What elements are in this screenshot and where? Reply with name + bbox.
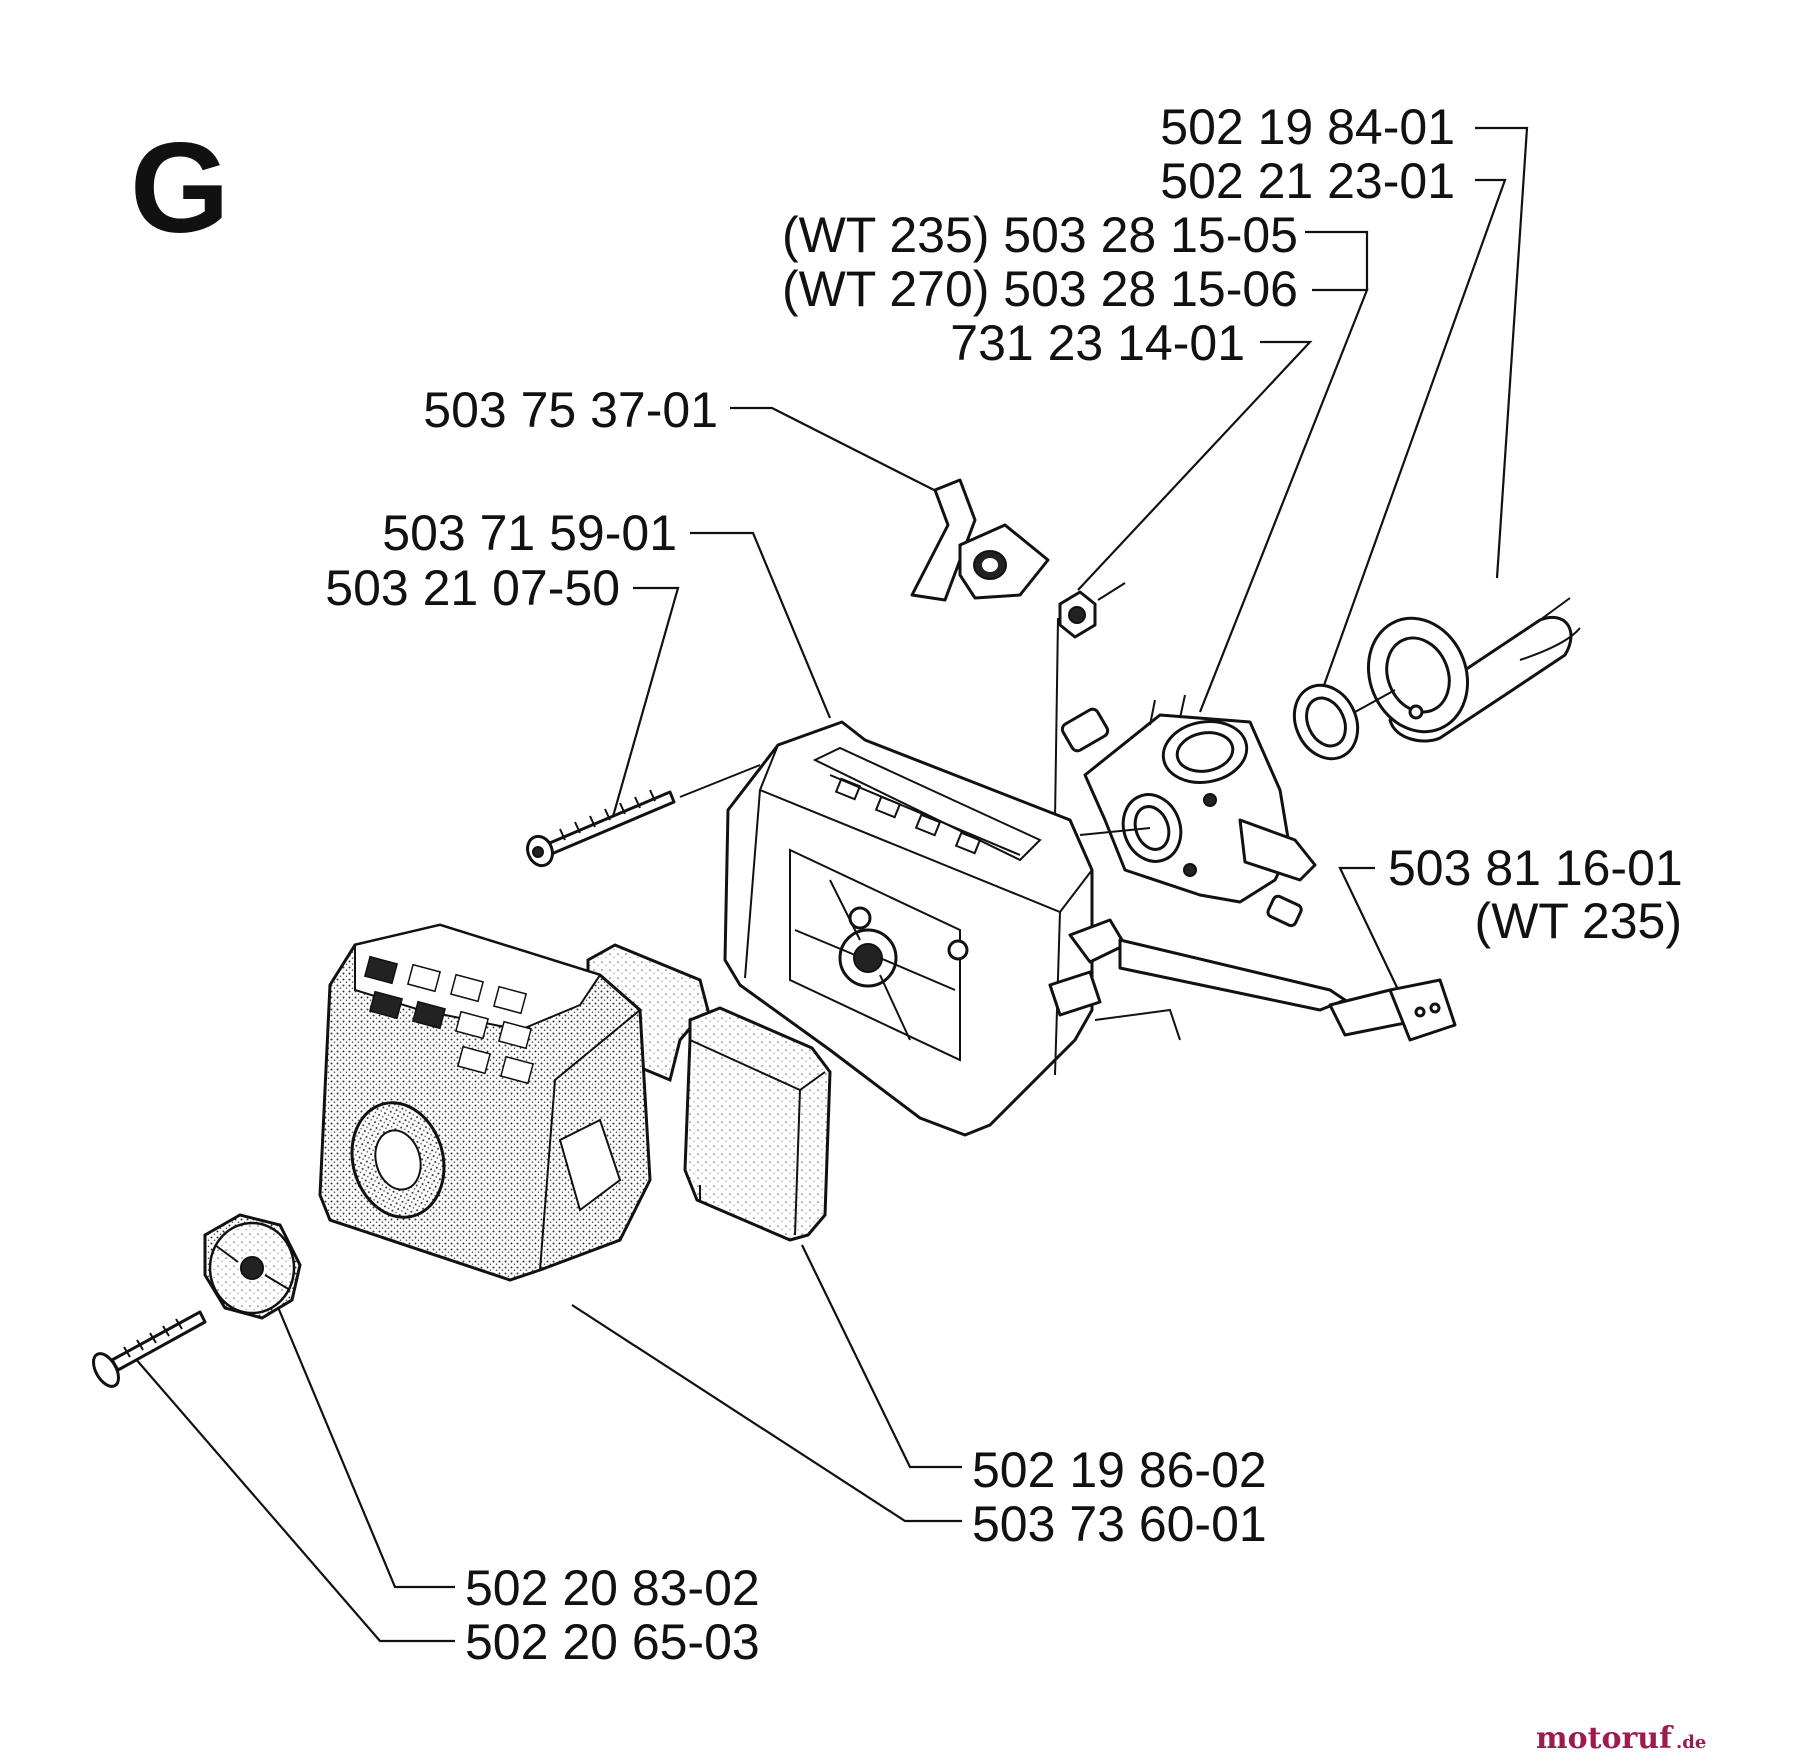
filter-cover <box>318 923 652 1282</box>
bracket <box>1328 978 1457 1042</box>
knob <box>203 1213 302 1320</box>
part-label-502-20-65-03: 502 20 65-03 <box>465 1614 760 1670</box>
leader-line-731-23-14-01 <box>1077 340 1313 591</box>
leader-line-503-73-60-01 <box>571 1304 962 1523</box>
air-filter <box>586 943 832 1242</box>
part-label-503-71-59-01: 503 71 59-01 <box>382 505 677 561</box>
watermark-name: motoruf <box>1536 1721 1674 1756</box>
part-label-503-21-07-50: 503 21 07-50 <box>325 560 620 616</box>
leader-line-502-19-84-01 <box>1475 126 1529 579</box>
leader-line-503-75-37-01 <box>730 406 939 493</box>
leader-line-503-28-15-06 <box>1198 288 1369 713</box>
intake-boot <box>1366 597 1581 743</box>
choke-lever <box>910 478 1050 602</box>
leader-line-503-71-59-01 <box>690 531 832 719</box>
part-label-503-73-60-01: 503 73 60-01 <box>972 1496 1267 1552</box>
leader-line-502-20-65-03 <box>127 1349 455 1643</box>
part-label-503-75-37-01: 503 75 37-01 <box>423 382 718 438</box>
watermark-logo: motoruf .de <box>1536 1721 1706 1756</box>
leader-line-502-19-86-02 <box>801 1244 962 1469</box>
leader-line-502-20-83-02 <box>273 1299 455 1589</box>
part-label-502-21-23-01: 502 21 23-01 <box>1160 153 1455 209</box>
carburetor <box>1060 694 1317 928</box>
part-label-502-19-86-02: 502 19 86-02 <box>972 1442 1267 1498</box>
nut <box>1054 582 1126 821</box>
gasket-ring <box>1292 683 1396 761</box>
leader-lines <box>127 126 1529 1643</box>
knob-screw <box>92 1310 207 1388</box>
part-label-503-28-15-06: (WT 270) 503 28 15-06 <box>782 261 1298 317</box>
long-screw <box>526 764 761 868</box>
part-label-503-81-16-01: 503 81 16-01 <box>1388 840 1683 896</box>
leader-line-503-81-16-01 <box>1338 866 1404 1001</box>
part-label-731-23-14-01: 731 23 14-01 <box>950 315 1245 371</box>
part-label-502-20-83-02: 502 20 83-02 <box>465 1560 760 1616</box>
leader-line-503-21-07-50 <box>610 586 680 821</box>
part-label-502-19-84-01: 502 19 84-01 <box>1160 99 1455 155</box>
watermark-suffix: .de <box>1676 1732 1706 1753</box>
section-letter: G <box>130 117 230 260</box>
part-label-503-28-15-05: (WT 235) 503 28 15-05 <box>782 207 1298 263</box>
filter-holder <box>723 720 1347 1137</box>
part-label-wt-235-note: (WT 235) <box>1475 893 1682 949</box>
leader-line-502-21-23-01 <box>1316 178 1507 703</box>
leader-line-503-28-15-05 <box>1305 230 1369 290</box>
